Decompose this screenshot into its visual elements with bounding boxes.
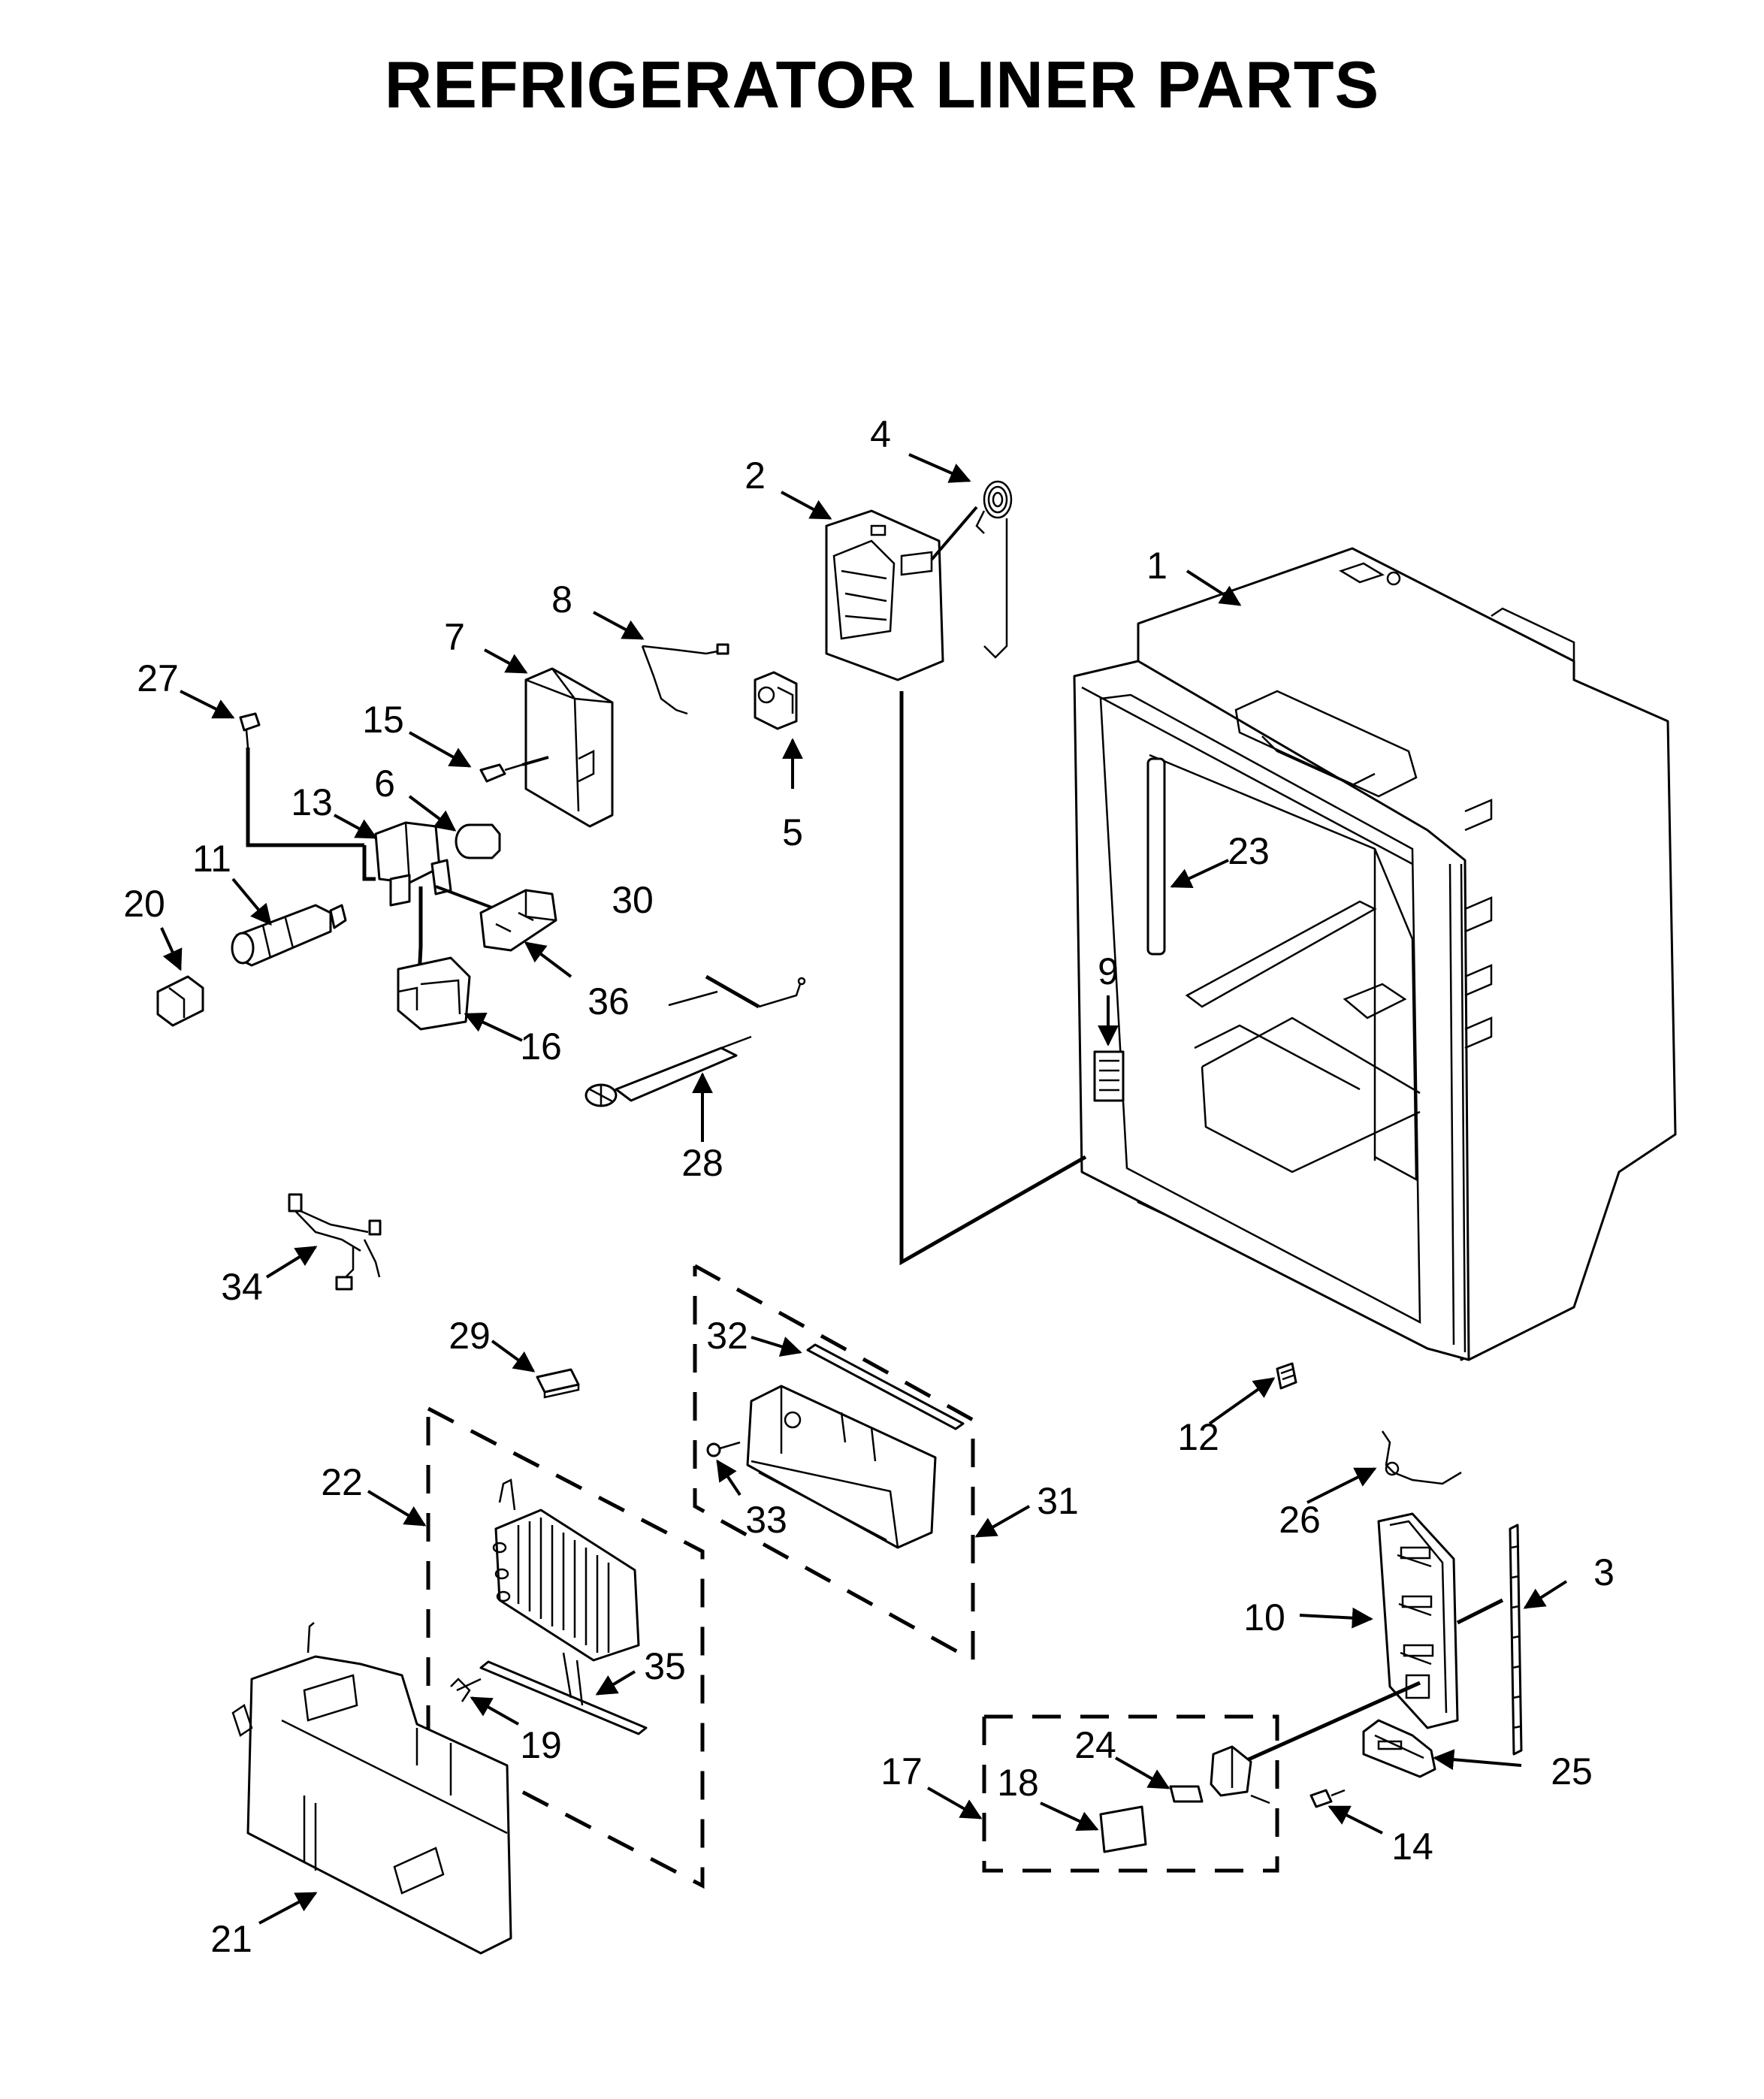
callout-13: 13 bbox=[291, 781, 333, 823]
part-socket bbox=[1210, 1745, 1270, 1805]
part-duct-housing bbox=[746, 1385, 937, 1549]
callout-25: 25 bbox=[1551, 1750, 1593, 1792]
callout-31: 31 bbox=[1037, 1480, 1079, 1522]
assembly-box-17 bbox=[982, 1714, 1279, 1873]
part-screw-27 bbox=[239, 712, 261, 748]
part-screw-33 bbox=[706, 1441, 741, 1457]
part-bracket-16 bbox=[397, 956, 471, 1031]
callout-22: 22 bbox=[321, 1461, 363, 1503]
callout-27: 27 bbox=[137, 657, 179, 699]
part-water-filter bbox=[231, 904, 347, 967]
callout-23: 23 bbox=[1228, 830, 1270, 872]
callout-18: 18 bbox=[997, 1762, 1039, 1804]
callout-21: 21 bbox=[210, 1918, 252, 1960]
part-pad-24 bbox=[1169, 1785, 1204, 1803]
part-fan-bracket-28 bbox=[584, 1035, 752, 1107]
callout-28: 28 bbox=[681, 1142, 723, 1184]
part-wire-harness-34 bbox=[288, 1193, 382, 1291]
part-duct-cover-21 bbox=[231, 1622, 512, 1955]
part-control-panel-10 bbox=[1377, 1512, 1459, 1729]
callout-7: 7 bbox=[444, 616, 465, 658]
callout-6: 6 bbox=[374, 763, 395, 805]
part-evaporator bbox=[492, 1478, 640, 1662]
assembly-box-31 bbox=[693, 1264, 975, 1664]
callout-5: 5 bbox=[782, 811, 803, 853]
page-title: REFRIGERATOR LINER PARTS bbox=[384, 47, 1380, 122]
part-tray-36 bbox=[479, 889, 557, 952]
leader-arrows bbox=[160, 453, 1568, 1925]
callout-4: 4 bbox=[870, 413, 891, 455]
callout-34: 34 bbox=[221, 1266, 263, 1308]
part-sensor-wire-26 bbox=[1381, 1430, 1462, 1485]
part-strip-3 bbox=[1509, 1524, 1523, 1756]
part-clip-19 bbox=[450, 1678, 482, 1702]
callout-1: 1 bbox=[1146, 545, 1167, 587]
part-pad-18 bbox=[1099, 1805, 1147, 1853]
callout-15: 15 bbox=[362, 699, 404, 741]
part-screw-14 bbox=[1309, 1789, 1346, 1808]
callout-12: 12 bbox=[1177, 1416, 1219, 1458]
part-thermistor-coil bbox=[975, 480, 1013, 659]
part-liner bbox=[1073, 547, 1677, 1361]
callout-16: 16 bbox=[520, 1025, 562, 1068]
part-valve bbox=[754, 671, 798, 730]
part-bezel-25 bbox=[1362, 1719, 1436, 1778]
part-housing-13 bbox=[374, 821, 452, 907]
callout-19: 19 bbox=[520, 1724, 562, 1766]
part-cover bbox=[524, 667, 614, 828]
part-fitting bbox=[455, 823, 501, 859]
part-screw-15 bbox=[479, 763, 523, 783]
callout-11: 11 bbox=[192, 838, 231, 880]
part-damper-control bbox=[825, 509, 944, 681]
callout-8: 8 bbox=[551, 578, 572, 621]
callout-9: 9 bbox=[1098, 950, 1119, 992]
callout-labels: 1 2 3 4 5 6 7 8 9 10 11 12 13 14 15 16 1… bbox=[123, 413, 1614, 1960]
callout-3: 3 bbox=[1593, 1551, 1614, 1593]
callout-30: 30 bbox=[612, 879, 654, 921]
assembly-box-22 bbox=[426, 1406, 705, 1889]
part-heater-35 bbox=[479, 1652, 648, 1735]
callout-33: 33 bbox=[745, 1499, 787, 1541]
callout-14: 14 bbox=[1391, 1826, 1433, 1868]
callout-32: 32 bbox=[706, 1315, 748, 1357]
callout-17: 17 bbox=[880, 1750, 923, 1792]
part-strip-32 bbox=[806, 1343, 965, 1430]
callout-26: 26 bbox=[1279, 1499, 1321, 1541]
part-wire-harness-8 bbox=[641, 643, 729, 715]
callout-20: 20 bbox=[123, 883, 165, 925]
part-clip-12 bbox=[1276, 1362, 1297, 1390]
callout-36: 36 bbox=[587, 980, 630, 1022]
callout-35: 35 bbox=[644, 1645, 686, 1687]
part-fan-wire-30 bbox=[668, 974, 806, 1009]
callout-10: 10 bbox=[1243, 1596, 1285, 1638]
part-filter-cap bbox=[156, 975, 204, 1027]
part-pad-29 bbox=[536, 1368, 580, 1399]
callout-29: 29 bbox=[449, 1315, 491, 1357]
callout-24: 24 bbox=[1074, 1724, 1116, 1766]
callout-2: 2 bbox=[745, 455, 766, 497]
